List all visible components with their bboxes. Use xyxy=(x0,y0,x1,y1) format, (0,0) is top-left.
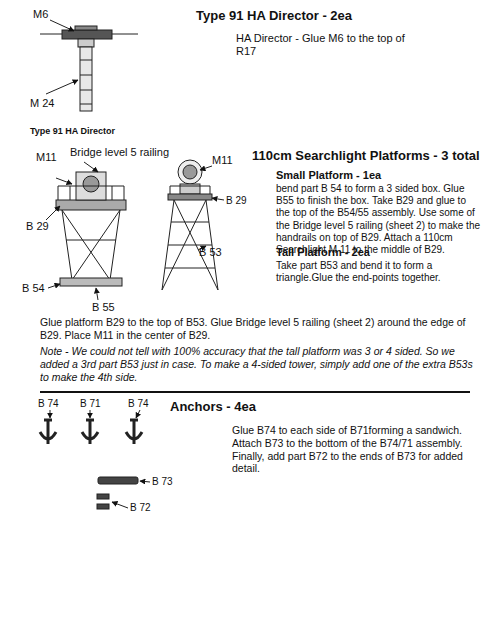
instruction-text: bend part B 54 to form a 3 sided box. Gl… xyxy=(276,183,481,256)
section-heading: Type 91 HA Director - 2ea xyxy=(196,8,352,24)
instruction-text: Glue B74 to each side of B71forming a sa… xyxy=(232,424,477,475)
instruction-text: Glue platform B29 to the top of B53. Glu… xyxy=(40,316,480,342)
part-label: B 74 xyxy=(128,398,149,410)
note-text: Note - We could not tell with 100% accur… xyxy=(40,345,480,383)
part-label: B 72 xyxy=(130,502,151,514)
director-drawing xyxy=(40,20,138,111)
part-label: B 29 xyxy=(226,195,247,207)
part-label: B 73 xyxy=(152,476,173,488)
part-label: B 29 xyxy=(26,220,49,233)
part-label: M11 xyxy=(36,151,57,164)
sub-heading: Small Platform - 1ea xyxy=(276,169,381,182)
part-label: M 24 xyxy=(30,97,54,110)
sub-heading: Tall Platform - 2ea xyxy=(276,246,370,259)
anchor-drawing xyxy=(40,410,150,509)
small-platform-drawing xyxy=(46,162,126,300)
part-label: B 74 xyxy=(38,398,59,410)
part-label: B 53 xyxy=(199,246,222,259)
instruction-text: HA Director - Glue M6 to the top of R17 xyxy=(236,32,406,59)
part-label: Bridge level 5 railing xyxy=(70,146,169,159)
part-label: B 54 xyxy=(22,282,45,295)
part-label: M11 xyxy=(212,154,233,167)
rule xyxy=(40,391,470,393)
section-heading: 110cm Searchlight Platforms - 3 total xyxy=(252,148,480,164)
tall-platform-drawing xyxy=(162,160,224,290)
figure-caption: Type 91 HA Director xyxy=(30,126,115,137)
part-label: B 55 xyxy=(92,301,115,314)
part-label: B 71 xyxy=(80,398,101,410)
instruction-text: Take part B53 and bend it to form a tria… xyxy=(276,260,481,284)
section-heading: Anchors - 4ea xyxy=(170,399,256,415)
part-label: M6 xyxy=(33,8,48,21)
